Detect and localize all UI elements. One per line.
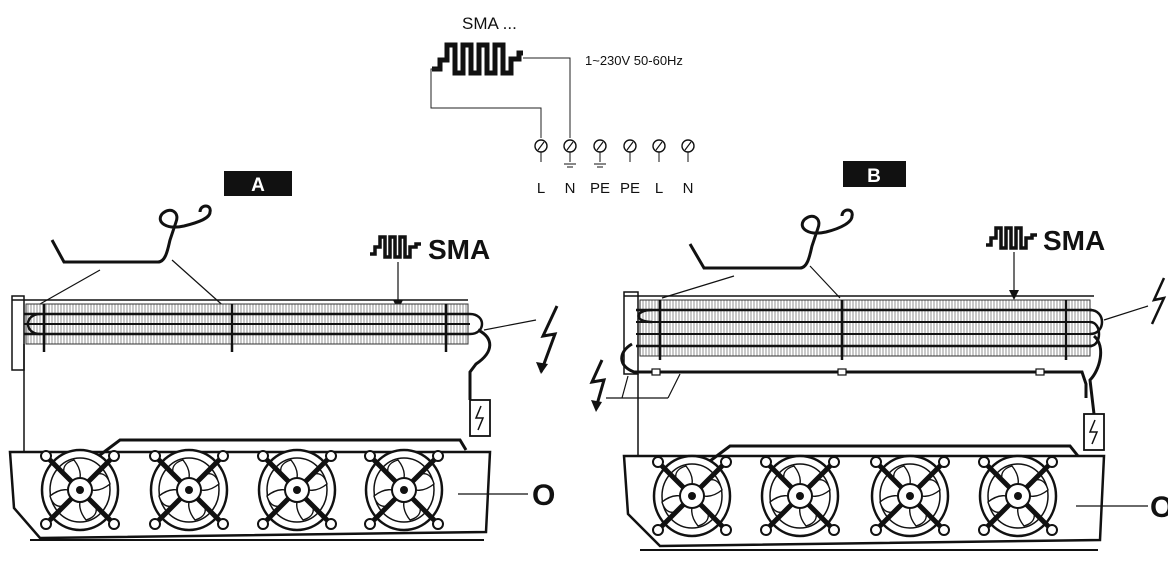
coil-fins-b xyxy=(639,299,1091,357)
fan-a-3 xyxy=(258,450,336,530)
junction-box-b-bolt-icon xyxy=(1088,419,1099,445)
end-plate-left-a xyxy=(11,295,25,371)
cable-a xyxy=(468,328,492,400)
terminal-1: N xyxy=(563,139,577,197)
wire-l xyxy=(430,68,542,138)
coil-return-bend-left-a xyxy=(26,312,41,336)
terminal-label: PE xyxy=(620,180,640,197)
lightning-bolt-drain-icon xyxy=(589,359,607,409)
terminal-slot xyxy=(537,141,545,151)
terminal-slot xyxy=(684,141,692,151)
sma-heater-symbol xyxy=(432,42,523,76)
sma-heater-icon-b xyxy=(986,226,1037,250)
terminal-label: PE xyxy=(590,180,610,197)
cable-b xyxy=(1088,334,1103,415)
sma-label-b: SMA xyxy=(1043,225,1105,256)
terminal-block: L N PE PE L N xyxy=(534,139,695,197)
terminal-label: N xyxy=(565,180,576,197)
fan-a-2 xyxy=(150,450,228,530)
fan-b-2 xyxy=(761,456,839,536)
lightning-drain-arrow xyxy=(591,400,602,412)
bracket-pointer-b-1 xyxy=(661,275,735,299)
terminal-label: L xyxy=(537,180,545,197)
terminal-label: N xyxy=(683,180,694,197)
terminal-slot xyxy=(596,141,604,151)
fan-b-4 xyxy=(979,456,1057,536)
cable-clip-b-3 xyxy=(1035,368,1045,376)
supply-line-b xyxy=(1103,305,1149,321)
supply-voltage-label: 1~230V 50-60Hz xyxy=(585,53,683,68)
terminal-2: PE xyxy=(590,139,610,197)
panel-b: B SMA xyxy=(589,161,1168,551)
sma-heater-icon xyxy=(370,235,421,259)
lightning-bolt-b-icon xyxy=(1150,277,1167,325)
drain-pointer-3 xyxy=(621,375,629,399)
terminal-slot xyxy=(655,141,663,151)
supply-line-a xyxy=(483,319,537,331)
lightning-arrow-a xyxy=(536,362,548,374)
fan-a-1 xyxy=(41,450,119,530)
fan-a-4 xyxy=(365,450,443,530)
wiring-schematic: SMA ... 1~230V 50-60Hz L N PE PE L N xyxy=(430,14,695,197)
housing-label-a: O xyxy=(532,479,555,512)
bracket-pointer-1 xyxy=(39,269,101,305)
drain-cable-b xyxy=(620,342,1088,398)
terminal-5: N xyxy=(681,139,695,197)
drain-pointer-2 xyxy=(667,373,681,399)
badge-b-label: B xyxy=(867,166,881,187)
coil-return-bend-right-b xyxy=(1089,308,1104,336)
bracket-clip-icon-b xyxy=(688,208,854,270)
junction-box-a-bolt-icon xyxy=(474,405,485,431)
terminal-3: PE xyxy=(620,139,640,197)
bracket-pointer-2 xyxy=(171,259,229,311)
bracket-clip-icon xyxy=(50,204,212,264)
terminal-slot xyxy=(626,141,634,151)
sma-pointer-b-head xyxy=(1009,290,1019,300)
terminal-0: L xyxy=(534,139,548,197)
badge-b xyxy=(843,161,906,187)
sma-label-a: SMA xyxy=(428,234,490,265)
fan-b-1 xyxy=(653,456,731,536)
badge-a xyxy=(224,171,292,196)
wire-n xyxy=(523,57,571,138)
fan-b-3 xyxy=(871,456,949,536)
terminal-4: L xyxy=(652,139,666,197)
lightning-bolt-a-icon xyxy=(539,305,559,373)
housing-label-b: O xyxy=(1150,491,1168,524)
terminal-slot xyxy=(566,141,574,151)
panel-a: A SMA xyxy=(8,171,559,541)
badge-a-label: A xyxy=(251,175,265,196)
cable-clip-b-1 xyxy=(651,368,661,376)
terminal-label: L xyxy=(655,180,663,197)
cable-clip-b-2 xyxy=(837,368,847,376)
coil-return-bend-left-b xyxy=(637,308,653,324)
end-plate-left-b xyxy=(623,291,639,375)
bracket-pointer-b-2 xyxy=(809,265,841,299)
sma-device-label: SMA ... xyxy=(462,14,517,33)
coil-return-bend-right-a xyxy=(469,312,484,336)
coil-return-bend-right-b-2 xyxy=(1089,320,1101,348)
